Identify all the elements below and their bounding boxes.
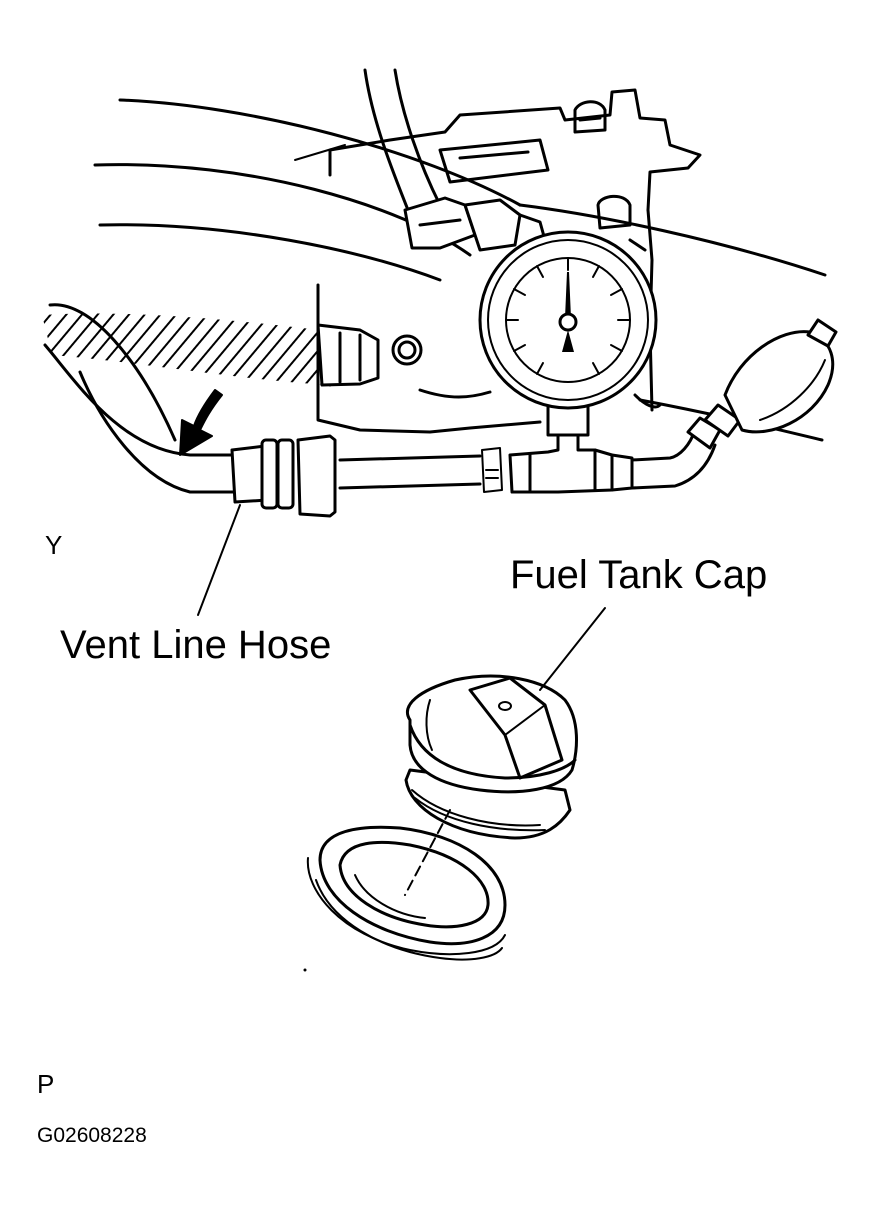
pressure-gauge-icon: [478, 230, 658, 437]
leader-fuel-tank-cap: [539, 607, 606, 691]
marker-y: Y: [45, 530, 62, 560]
stray-dot: [303, 968, 307, 972]
figure-code: G02608228: [37, 1124, 147, 1147]
filler-neck-ring: [306, 825, 507, 961]
label-vent-line-hose: Vent Line Hose: [60, 623, 331, 667]
direction-arrow-icon: [179, 389, 223, 456]
marker-p: P: [37, 1069, 54, 1099]
fuel-tank-cap: [404, 674, 578, 840]
leader-vent-line-hose: [197, 504, 241, 616]
hand-pump-bulb-icon: [686, 318, 838, 450]
vehicle-body-contours: [93, 98, 827, 442]
cap-to-neck-centerline: [404, 809, 451, 896]
vent-line-hose: [43, 303, 503, 518]
fuel-tank-body: [316, 68, 702, 434]
leader-lines: [197, 504, 606, 972]
filler-pipe-hatched: [42, 313, 380, 387]
label-fuel-tank-cap: Fuel Tank Cap: [510, 553, 767, 597]
tee-fitting: [508, 420, 717, 494]
